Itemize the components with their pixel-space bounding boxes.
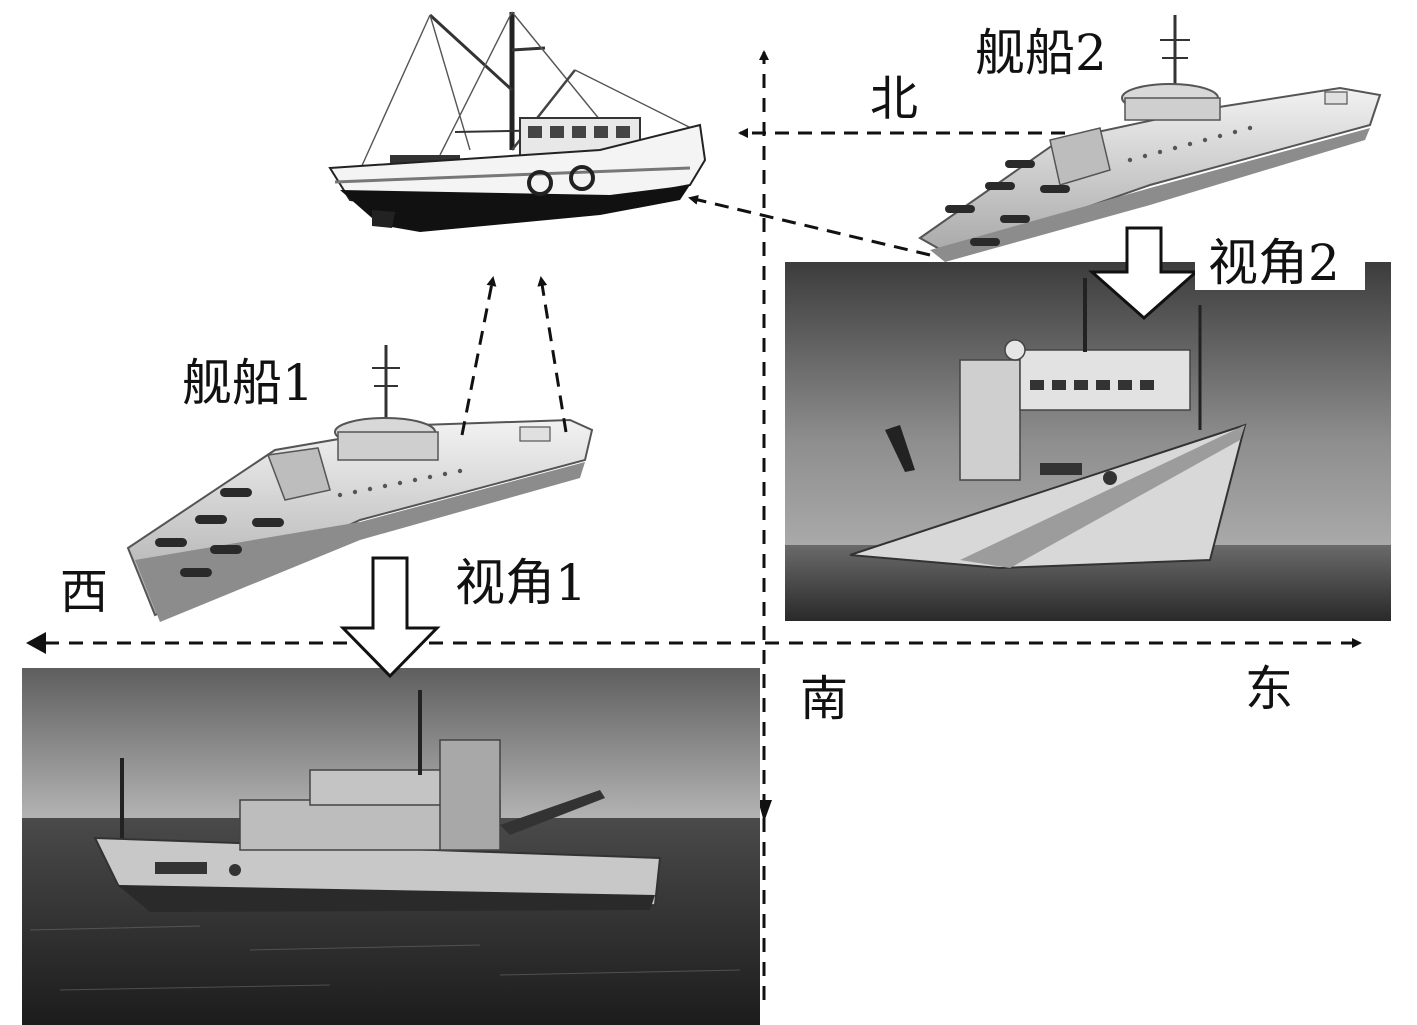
view-1-arrow	[339, 556, 441, 679]
ship2-sight-line-b	[688, 194, 931, 257]
viewpoint-2-photo	[785, 262, 1391, 621]
ship1-sight-line-a	[460, 276, 497, 436]
ship-1-label: 舰船1	[182, 354, 314, 412]
west-label: 西	[60, 564, 108, 620]
viewpoint-1-photo	[22, 668, 760, 1025]
sight-lines	[460, 128, 1065, 436]
view-1-label: 视角1	[455, 554, 587, 612]
view-2-label: 视角2	[1208, 234, 1340, 292]
west-arrowhead	[26, 632, 46, 654]
fishing-boat	[328, 11, 707, 232]
ship-2-model	[918, 15, 1382, 262]
east-label: 东	[1245, 661, 1293, 717]
north-label: 北	[870, 71, 918, 127]
view-2-arrow	[1088, 226, 1200, 321]
south-label: 南	[800, 671, 848, 727]
ship1-sight-line-b	[537, 276, 568, 433]
ship-2-label: 舰船2	[975, 24, 1107, 82]
ship-1-model	[126, 345, 594, 622]
compass-axes	[26, 50, 1362, 1000]
south-arrowhead	[758, 800, 772, 822]
